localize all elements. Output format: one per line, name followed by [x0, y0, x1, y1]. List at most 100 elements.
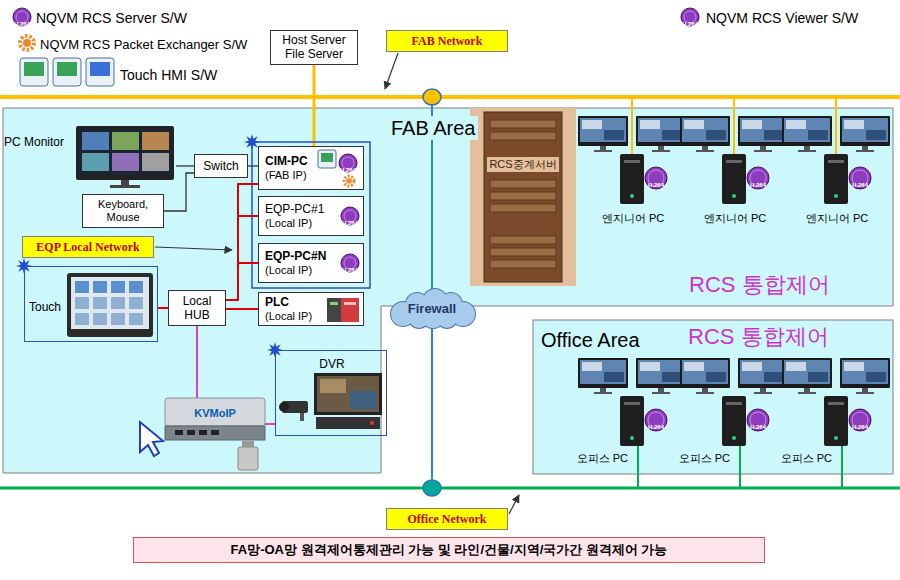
touch-button	[129, 297, 143, 309]
plc-module	[327, 298, 341, 322]
recorder-light	[370, 421, 374, 425]
node-label: PC Monitor	[4, 135, 64, 149]
kvm-front	[165, 426, 265, 440]
codec-label: H.264	[342, 265, 358, 275]
kvm-device: KVMoIP	[165, 398, 265, 440]
codec-label: H.264	[340, 165, 356, 175]
disc-body	[849, 409, 871, 431]
gear-icon	[20, 36, 34, 50]
node-label: FAB Network	[412, 34, 483, 48]
dvr-recorder	[316, 417, 380, 429]
node-label: Touch	[29, 300, 61, 314]
office-area-region: Office AreaRCS 통합제어오피스 PC오피스 PC오피스 PC	[533, 320, 893, 474]
monitor-frame	[680, 116, 730, 146]
codec-label: H.264	[852, 422, 868, 432]
node-label: DVR	[319, 357, 344, 371]
disc-body	[849, 167, 871, 189]
monitor-base	[798, 150, 816, 152]
firewall-cloud: Firewall	[387, 290, 477, 328]
office-pc: 오피스 PC	[782, 358, 892, 466]
monitor-base	[652, 150, 670, 152]
codec-label: H.264	[14, 19, 30, 29]
power-light	[834, 194, 838, 198]
office-pc: 오피스 PC	[680, 358, 790, 466]
fab-drop-line	[631, 97, 633, 154]
monitor-stand	[804, 146, 810, 150]
fab-area-outline	[3, 108, 893, 473]
drive-bay	[624, 402, 640, 405]
hmi-app-screen	[90, 62, 110, 76]
monitor-screen	[79, 129, 171, 175]
connector	[226, 184, 258, 300]
node-label: PLC	[265, 295, 289, 309]
screen-window	[604, 372, 624, 382]
screen-window	[786, 362, 806, 371]
touch-button	[93, 297, 107, 309]
screen-view	[350, 391, 376, 409]
monitor-base	[652, 392, 670, 394]
screen-window	[786, 120, 806, 129]
viewer-disc-icon	[747, 409, 769, 431]
legend-text: NQVM RCS Server S/W	[36, 10, 187, 27]
office-drop-line	[841, 446, 843, 488]
monitor-stand	[658, 146, 664, 150]
network-label: EQP Local Network	[22, 236, 154, 258]
screen-window	[844, 120, 864, 129]
hmi-app-icon	[86, 58, 114, 86]
monitor-frame	[680, 358, 730, 388]
rack-picture	[470, 108, 576, 286]
monitor-screen	[740, 360, 786, 384]
usb-plug	[242, 441, 254, 447]
pc-tower	[722, 154, 746, 204]
equipment-area-ground	[3, 108, 381, 473]
monitor-screen	[842, 360, 888, 384]
monitor-frame	[636, 358, 686, 388]
touch-button	[129, 281, 143, 293]
hmi-app-screen	[321, 153, 333, 162]
monitor-base	[754, 392, 772, 394]
connector	[226, 216, 258, 300]
monitor-screen	[740, 118, 786, 142]
monitor-frame	[840, 358, 890, 388]
office-area-ground	[533, 320, 893, 474]
monitor-stand	[804, 388, 810, 392]
node-label: EQP-PC#N	[265, 249, 326, 263]
node-label: 엔지니어 PC	[806, 212, 868, 225]
disc-body	[747, 409, 769, 431]
engineer-pc: 엔지니어 PC	[782, 116, 892, 226]
monitor-base	[594, 150, 612, 152]
screen-window	[684, 120, 704, 129]
hmi-app-icon	[53, 58, 81, 86]
rack-unit	[490, 260, 556, 268]
monitor-base	[856, 150, 874, 152]
viewer-disc-icon	[849, 167, 871, 189]
monitor-frame	[782, 116, 832, 146]
screen-window	[684, 362, 704, 371]
hmi-app-screen	[57, 62, 77, 76]
touch-button	[111, 281, 125, 293]
node-label: Office Network	[408, 512, 487, 526]
connector	[226, 308, 258, 310]
rack-unit	[490, 132, 556, 140]
server-rack	[484, 112, 562, 282]
touch-button	[75, 281, 89, 293]
monitor-stand	[600, 146, 606, 150]
viewer-disc-icon	[645, 167, 667, 189]
monitor-stand	[702, 388, 708, 392]
viewer-disc-icon	[849, 409, 871, 431]
disc-body	[747, 167, 769, 189]
connector	[196, 326, 198, 398]
hub-box: Local HUB	[168, 290, 226, 326]
touch-frame	[67, 273, 153, 337]
touch-button	[93, 313, 107, 325]
gear-icon	[346, 178, 352, 184]
pcpair-picture	[782, 116, 892, 226]
caption-box: FA망-OA망 원격제어통제관리 가능 및 라인/건물/지역/국가간 원격제어 …	[133, 537, 765, 563]
node-label: Host Server File Server	[275, 33, 353, 62]
screen-window	[808, 130, 828, 140]
node-label: KVMoIP	[194, 407, 236, 420]
cursor-icon	[140, 422, 163, 456]
node-label: 오피스 PC	[781, 452, 832, 465]
monitor-base	[798, 392, 816, 394]
screen-window	[662, 130, 682, 140]
